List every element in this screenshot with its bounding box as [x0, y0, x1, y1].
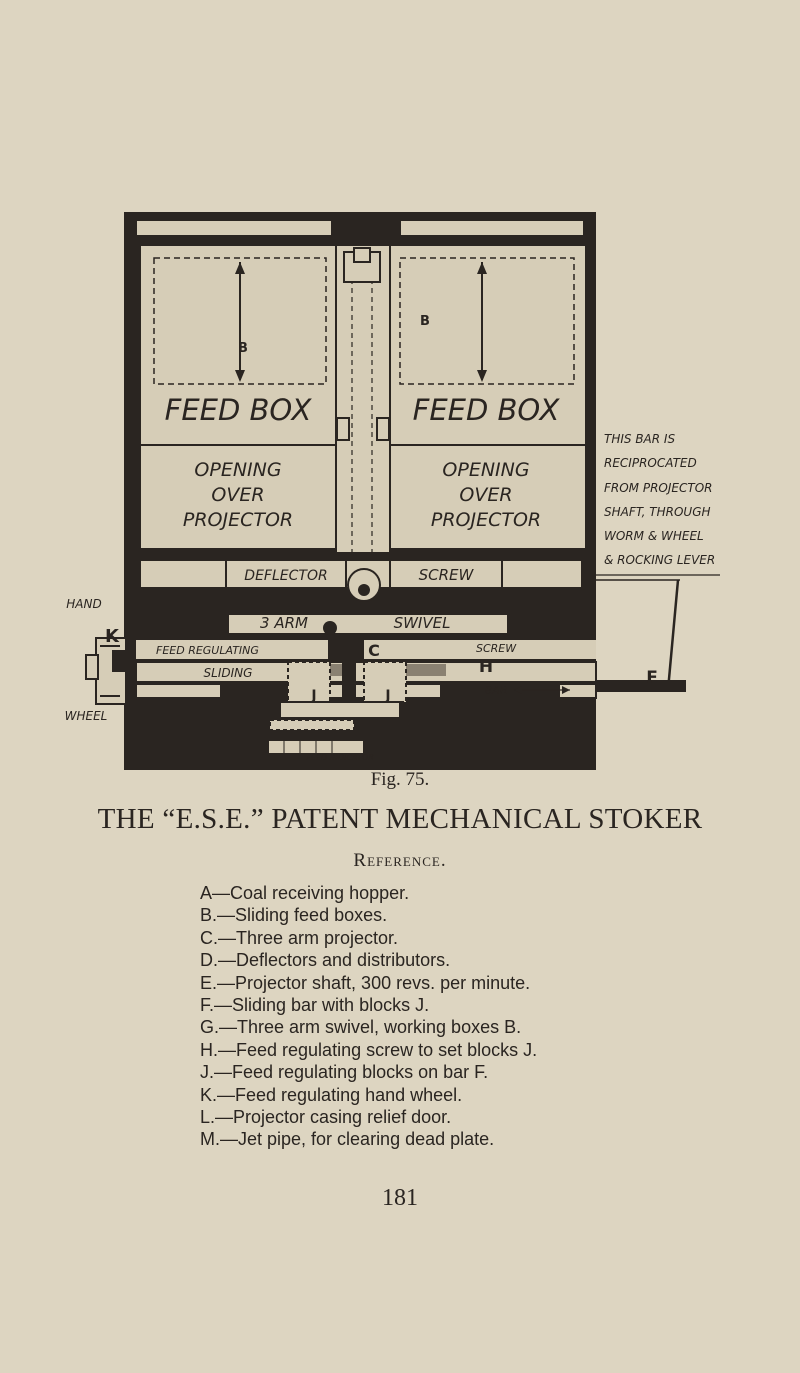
three-arm-label: 3 ARM — [260, 614, 308, 632]
reference-list: A—Coal receiving hopper. B.—Sliding feed… — [200, 882, 780, 1151]
bearing-right — [376, 417, 390, 441]
hand-label: HAND — [66, 597, 101, 611]
hopper-slot-left — [135, 219, 333, 237]
reference-item: C.—Three arm projector. — [200, 927, 399, 948]
svg-text:FROM PROJECTOR: FROM PROJECTOR — [604, 481, 713, 495]
opening-panel-right — [389, 444, 587, 550]
svg-text:OVER: OVER — [211, 484, 264, 506]
letter-f: F — [646, 668, 658, 688]
screw-bottom-label: SCREW — [476, 642, 517, 655]
svg-text:THIS BAR IS: THIS BAR IS — [604, 432, 675, 446]
svg-text:OVER: OVER — [459, 484, 512, 506]
feed-regulating-band — [136, 640, 596, 660]
feed-box-left-dashed — [153, 257, 327, 385]
hopper-slot-right — [399, 219, 585, 237]
svg-text:OPENING: OPENING — [442, 459, 529, 481]
letter-k: K — [105, 626, 120, 647]
reference-item: A—Coal receiving hopper. — [200, 883, 410, 903]
svg-text:RECIPROCATED: RECIPROCATED — [604, 456, 697, 470]
svg-text:PROJECTOR: PROJECTOR — [183, 509, 293, 531]
figure-caption: Fig. 75. — [370, 769, 430, 790]
reference-heading: Reference. — [353, 850, 447, 871]
feed-box-left-label: FEED BOX — [165, 393, 313, 427]
stoker-drawing: B B FEED BOX FEED BOX OPENING OVER PROJE… — [65, 212, 720, 770]
reference-item: E.—Projector shaft, 300 revs. per minute… — [200, 972, 531, 993]
opening-left-text: OPENING OVER PROJECTOR — [183, 459, 293, 531]
opening-right-text: OPENING OVER PROJECTOR — [431, 459, 541, 531]
swivel-band — [227, 613, 509, 635]
block-j-left — [287, 661, 331, 703]
feed-box-left — [139, 244, 337, 446]
svg-text:SHAFT, THROUGH: SHAFT, THROUGH — [604, 505, 711, 519]
swivel-label: SWIVEL — [394, 614, 451, 632]
reference-item: M.—Jet pipe, for clearing dead plate. — [200, 1129, 495, 1150]
bar-note: THIS BAR IS RECIPROCATED FROM PROJECTOR … — [604, 432, 715, 567]
reference-item: D.—Deflectors and distributors. — [200, 950, 451, 971]
wheel-label: WHEEL — [65, 709, 108, 723]
letter-b-left: B — [238, 341, 248, 356]
svg-text:OPENING: OPENING — [194, 459, 281, 481]
arrow-left-up — [235, 262, 245, 274]
lower-box — [279, 701, 401, 719]
reference-item: J.—Feed regulating blocks on bar F. — [200, 1062, 489, 1083]
feed-regulating-label: FEED REGULATING — [156, 644, 259, 657]
block-j-right — [363, 661, 407, 703]
reference-item: H.—Feed regulating screw to set blocks J… — [200, 1039, 538, 1060]
opening-panel-left — [139, 444, 337, 550]
feed-box-right — [389, 244, 587, 446]
svg-text:& ROCKING LEVER: & ROCKING LEVER — [604, 553, 715, 567]
arrow-right-down — [477, 370, 487, 382]
deflector-label: DEFLECTOR — [244, 568, 327, 584]
swivel-pivot — [323, 621, 337, 635]
sliding-label: SLIDING — [204, 666, 253, 680]
arrow-right-up — [477, 262, 487, 274]
letter-j-right: J — [384, 688, 390, 704]
reference-item: G.—Three arm swivel, working boxes B. — [200, 1017, 522, 1038]
svg-text:PROJECTOR: PROJECTOR — [431, 509, 541, 531]
letter-h: H — [479, 657, 493, 677]
bar-f — [596, 680, 686, 692]
svg-text:WORM & WHEEL: WORM & WHEEL — [604, 529, 704, 543]
feed-indicator-label: FEED INDICATOR — [306, 753, 374, 762]
letter-j-left: J — [310, 688, 316, 704]
reference-item: K.—Feed regulating hand wheel. — [200, 1084, 463, 1105]
central-column — [335, 244, 391, 554]
letter-c: C — [368, 641, 380, 660]
page-title: THE “E.S.E.” PATENT MECHANICAL STOKER — [97, 803, 703, 835]
arrow-left-down — [235, 370, 245, 382]
hand-wheel — [85, 654, 99, 680]
stoker-diagram: B B FEED BOX FEED BOX OPENING OVER PROJE… — [0, 180, 800, 780]
reference-item: F.—Sliding bar with blocks J. — [200, 995, 430, 1016]
screw-top-label: SCREW — [419, 566, 475, 584]
bar-label: BAR — [485, 684, 508, 697]
letter-b-right: B — [420, 314, 430, 329]
reference-item: B.—Sliding feed boxes. — [200, 905, 388, 926]
reference-item: L.—Projector casing relief door. — [200, 1107, 452, 1128]
bearing-left — [336, 417, 350, 441]
feed-box-right-label: FEED BOX — [413, 393, 561, 427]
page-number: 181 — [382, 1185, 418, 1211]
